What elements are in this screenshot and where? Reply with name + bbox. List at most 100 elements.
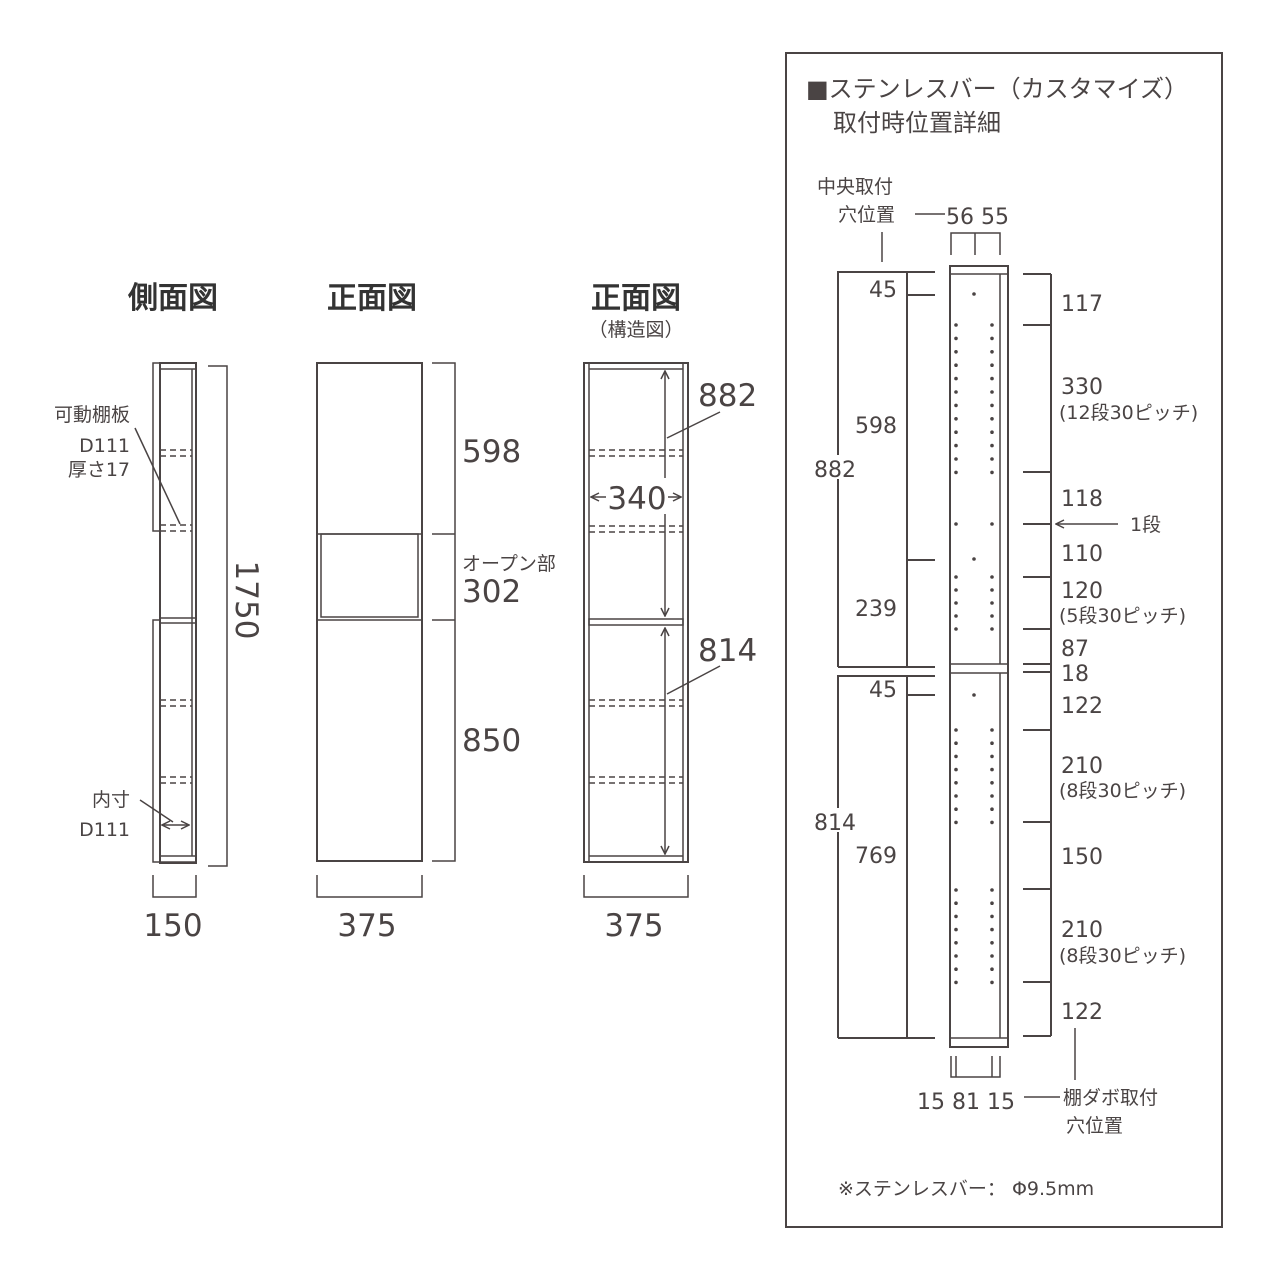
- side-width-value: 150: [143, 908, 202, 944]
- open-section-height: 302: [462, 574, 521, 610]
- shelf-dowel-hole: [954, 794, 958, 798]
- shelf-dowel-hole: [954, 914, 958, 919]
- dim-330: 330: [1061, 375, 1103, 400]
- side-width-dimension: [152, 875, 197, 898]
- shelf-dowel-hole: [990, 588, 994, 592]
- shelf-dowel-hole: [954, 588, 958, 592]
- shelf-dowel-hole: [954, 403, 958, 408]
- lower-inner-height: 814: [698, 633, 757, 669]
- upper-offset: 45: [869, 278, 897, 303]
- shelf-dowel-hole: [954, 350, 958, 354]
- shelf-dowel-hole: [990, 522, 994, 526]
- shelf-dowel-hole: [990, 741, 994, 745]
- shelf-dowel-hole: [954, 376, 958, 381]
- shelf-dowel-hole: [990, 443, 994, 448]
- shelf-dowel-hole: [954, 741, 958, 745]
- shelf-dowel-hole: [954, 954, 958, 958]
- side-movable-shelves: [160, 449, 192, 784]
- shelf-leader: [134, 427, 181, 525]
- detail-subtitle: 取付時位置詳細: [833, 109, 1001, 137]
- shelf-dowel-hole: [954, 601, 958, 605]
- shelf-dowel-hole: [990, 767, 994, 772]
- center-mount-hole: [972, 292, 976, 296]
- structure-view: 正面図 （構造図） 340 882 814 375: [583, 281, 757, 944]
- front-width-dimension: [316, 875, 423, 898]
- dim-120-note: (5段30ピッチ): [1059, 605, 1186, 627]
- lower-offset: 45: [869, 678, 897, 703]
- dim-87: 87: [1061, 637, 1089, 662]
- upper-b: 239: [855, 597, 897, 622]
- structure-width-dimension: [583, 875, 689, 898]
- shelf-dowel-hole: [954, 470, 958, 475]
- lower-total: 814: [814, 811, 856, 836]
- front-lower-height: 850: [462, 723, 521, 759]
- shelf-dowel-hole: [954, 457, 958, 461]
- shelf-dowel-hole: [954, 941, 958, 945]
- dim-110: 110: [1061, 542, 1103, 567]
- shelf-dowel-hole: [990, 601, 994, 605]
- center-mount-hole: [972, 693, 976, 697]
- shelf-dowel-hole: [990, 390, 994, 394]
- shelf-thickness: 厚さ17: [68, 459, 130, 481]
- label-mask: [826, 455, 844, 479]
- center-hole-label-2: 穴位置: [838, 204, 895, 226]
- shelf-dowel-hole: [990, 614, 994, 618]
- shelf-dowel-hole: [990, 363, 994, 368]
- hole-pattern: [954, 292, 994, 985]
- shelf-dowel-hole: [954, 754, 958, 759]
- shelf-dowel-hole: [954, 807, 958, 811]
- front-view-title: 正面図: [327, 281, 417, 316]
- shelf-dowel-hole: [990, 914, 994, 919]
- shelf-dowel-hole: [954, 443, 958, 448]
- top-dimension-bracket: [950, 232, 1001, 255]
- dim-117: 117: [1061, 292, 1103, 317]
- structure-body: [583, 362, 689, 863]
- shelf-dowel-hole: [990, 627, 994, 631]
- shelf-dowel-hole: [954, 927, 958, 932]
- detail-frame: [785, 52, 1223, 1228]
- shelf-dowel-hole: [990, 794, 994, 798]
- shelf-dowel-hole: [990, 470, 994, 475]
- structure-view-subtitle: （構造図）: [588, 319, 683, 341]
- right-dimension-labels: 117 330 (12段30ピッチ) 118 110 120 (5段30ピッチ)…: [1059, 292, 1198, 1025]
- structure-middle-shelf: [588, 618, 684, 626]
- shelf-dowel-hole: [954, 417, 958, 421]
- shelf-dowel-hole: [954, 980, 958, 985]
- shelf-dowel-hole: [990, 820, 994, 825]
- shelf-dowel-hole: [990, 575, 994, 579]
- dowel-label-2: 穴位置: [1066, 1115, 1123, 1137]
- shelf-dowel-hole: [990, 901, 994, 905]
- footnote: ※ステンレスバー： Φ9.5mm: [838, 1178, 1094, 1200]
- inner-depth: D111: [79, 819, 130, 841]
- top-dimensions: 56 55: [946, 205, 1009, 230]
- side-body: [159, 362, 197, 864]
- shelf-dowel-hole: [990, 728, 994, 732]
- shelf-dowel-hole: [990, 927, 994, 932]
- upper-total: 882: [814, 458, 856, 483]
- shelf-dowel-hole: [990, 323, 994, 327]
- front-upper-height: 598: [462, 434, 521, 470]
- shelf-dowel-hole: [954, 888, 958, 892]
- bottom-dimensions: 15 81 15: [917, 1090, 1015, 1115]
- shelf-dowel-hole: [990, 967, 994, 971]
- shelf-dowel-hole: [990, 980, 994, 985]
- lower-leader: [666, 665, 721, 695]
- shelf-dowel-hole: [990, 403, 994, 408]
- front-height-dimensions: [432, 362, 456, 862]
- upper-left-dimensions: [837, 271, 935, 668]
- side-lower-door: [152, 619, 161, 863]
- side-upper-door: [152, 362, 161, 532]
- dim-18: 18: [1061, 662, 1089, 687]
- shelf-dowel-hole: [990, 417, 994, 421]
- dim-120: 120: [1061, 579, 1103, 604]
- inner-leader: [139, 799, 174, 823]
- shelf-dowel-hole: [954, 336, 958, 341]
- step-marker: 1段: [1130, 514, 1161, 536]
- center-mount-hole: [972, 557, 976, 561]
- shelf-dowel-hole: [954, 627, 958, 631]
- shelf-depth: D111: [79, 435, 130, 457]
- upper-a: 598: [855, 414, 897, 439]
- dim-210-a-note: (8段30ピッチ): [1059, 780, 1186, 802]
- detail-title: ■ステンレスバー（カスタマイズ）: [806, 75, 1188, 103]
